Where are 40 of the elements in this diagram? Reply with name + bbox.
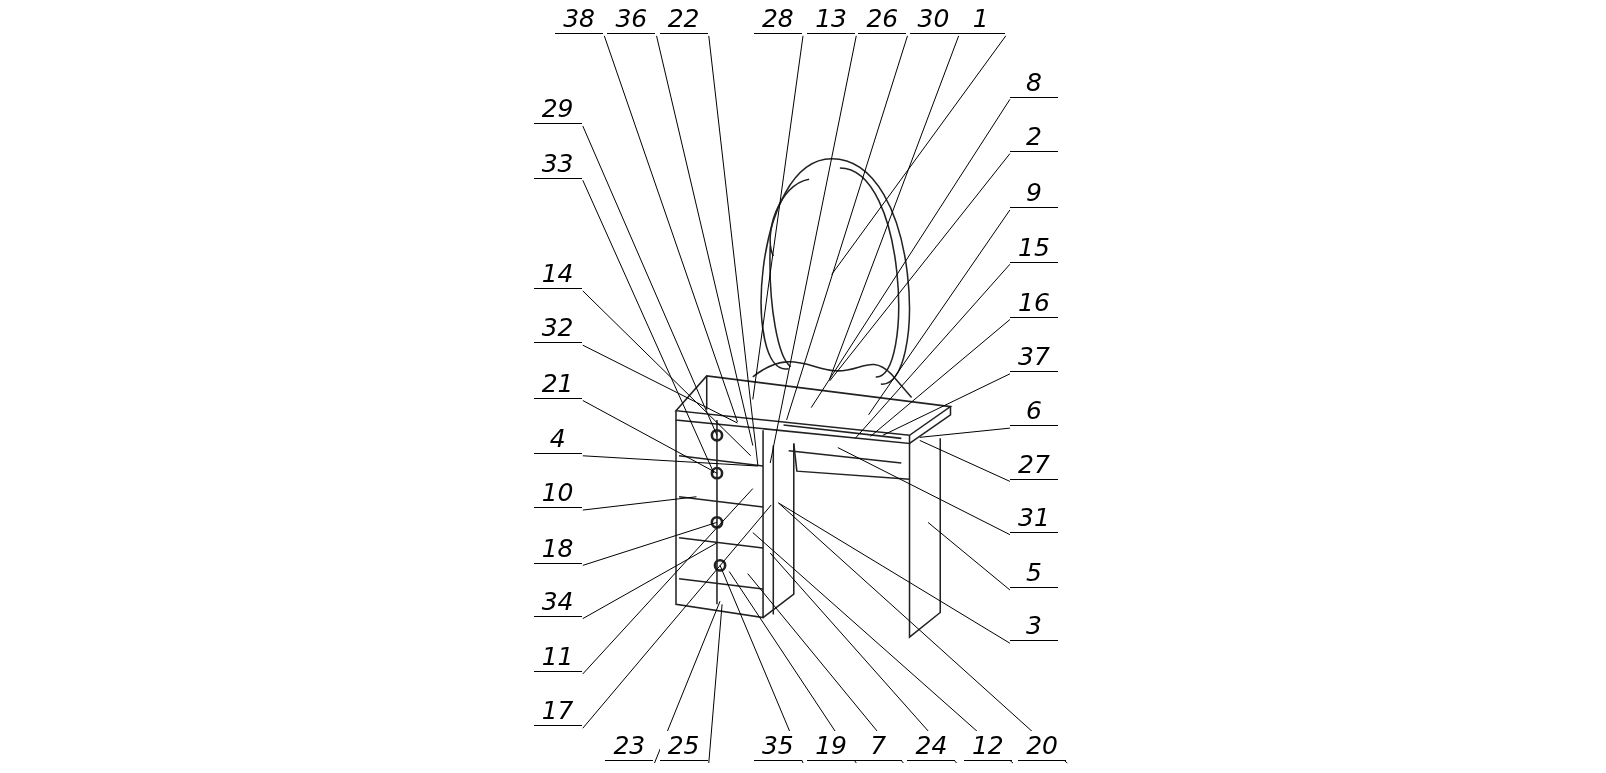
callout-number: 20 [1018, 731, 1067, 762]
leader-line [831, 35, 1007, 275]
leader-line [582, 504, 772, 729]
leader-line [810, 98, 1011, 409]
leader-line [882, 373, 1011, 436]
leader-line [854, 263, 1011, 439]
leader-line [603, 35, 738, 423]
leader-line [868, 209, 1011, 416]
callout-number: 25 [659, 731, 708, 762]
leader-line [769, 35, 857, 464]
leader-line [829, 35, 960, 380]
leader-line [927, 521, 1011, 591]
leader-line [582, 488, 754, 675]
leader-line [582, 542, 718, 620]
leader-line [582, 290, 752, 457]
leader-line [654, 600, 721, 764]
callout-number: 7 [854, 731, 903, 762]
leader-line [777, 502, 1011, 644]
callout-number: 12 [963, 731, 1012, 762]
leader-line [708, 35, 759, 467]
leader-line [656, 35, 754, 447]
callout-number: 35 [753, 731, 802, 762]
leader-line [582, 455, 759, 467]
leader-line [786, 35, 908, 421]
leader-line [582, 400, 718, 474]
leader-line [752, 35, 804, 400]
leader-line [582, 344, 738, 424]
leader-line [777, 502, 1068, 764]
callout-number: 24 [907, 731, 956, 762]
leader-line [829, 153, 1011, 382]
leader-line [919, 439, 1011, 482]
leader-line [919, 427, 1011, 438]
leader-line [837, 447, 1011, 536]
leader-line [582, 179, 715, 474]
leader-line [582, 496, 697, 511]
leader-line [582, 521, 718, 566]
leader-line [708, 603, 723, 764]
leader-line [870, 319, 1011, 437]
callout-number: 19 [807, 731, 856, 762]
leader-line [582, 125, 718, 436]
